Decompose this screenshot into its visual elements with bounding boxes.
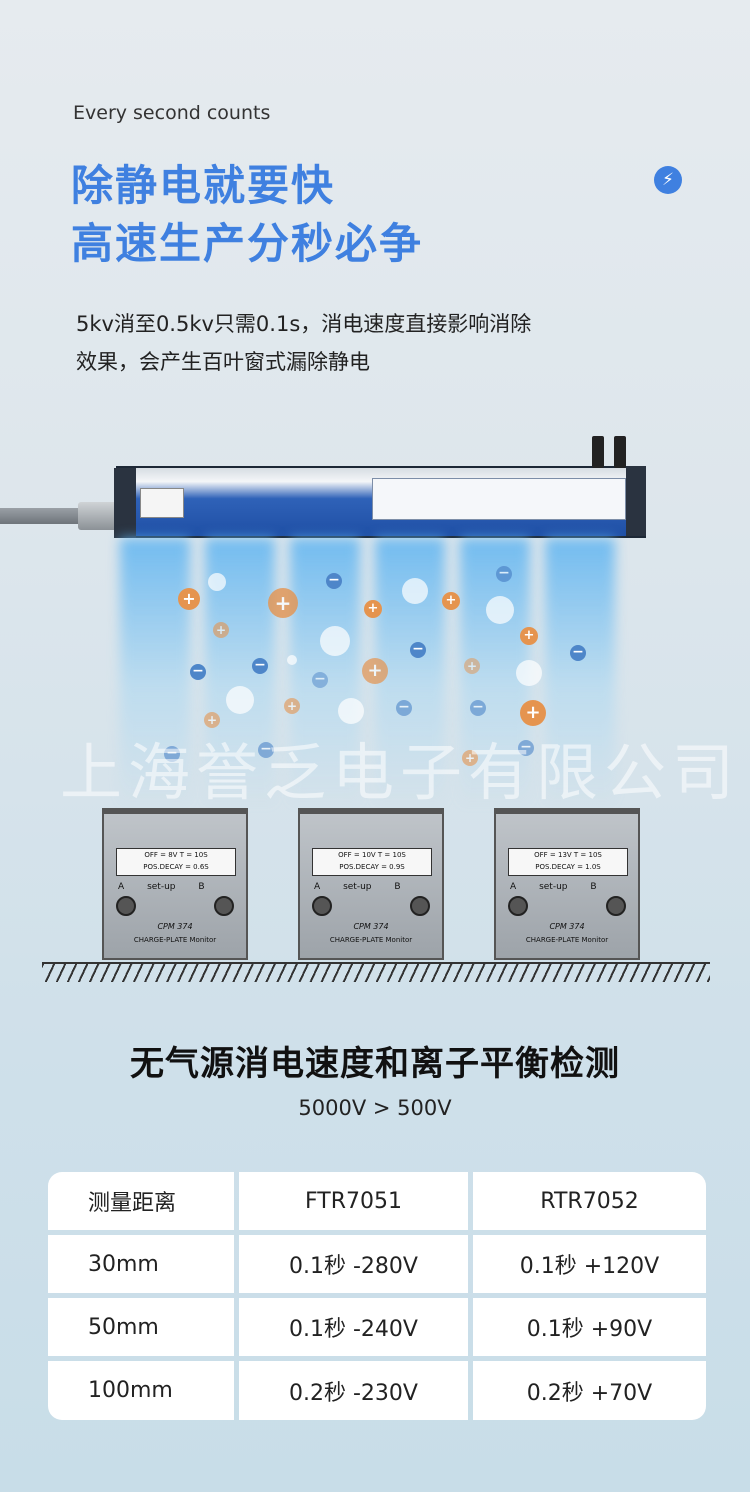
- ion-stream: [120, 538, 190, 808]
- positive-ion-icon: +: [442, 592, 460, 610]
- positive-ion-icon: +: [364, 600, 382, 618]
- positive-ion-icon: +: [520, 700, 546, 726]
- air-port: [614, 436, 626, 468]
- negative-ion-icon: −: [190, 664, 206, 680]
- charge-plate-monitor: OFF = 8V T = 10S POS.DECAY = 0.6S A set-…: [102, 808, 248, 960]
- headline-line-1: 除静电就要快: [71, 161, 336, 210]
- air-bubble: [208, 573, 226, 591]
- section-note: 5000V > 500V: [298, 1096, 452, 1120]
- air-bubble: [516, 660, 542, 686]
- monitor-screen: OFF = 10V T = 10S POS.DECAY = 0.9S: [312, 848, 432, 876]
- section-title: 无气源消电速度和离子平衡检测: [130, 1044, 620, 1084]
- charge-plate-monitor: OFF = 13V T = 10S POS.DECAY = 1.0S A set…: [494, 808, 640, 960]
- headline-line-2: 高速生产分秒必争: [71, 219, 424, 268]
- negative-ion-icon: −: [164, 746, 180, 762]
- ionizer-product-label: [372, 478, 626, 520]
- table-cell: 30mm: [48, 1235, 234, 1293]
- table-cell: 0.2秒 +70V: [473, 1361, 706, 1420]
- air-bubble: [486, 596, 514, 624]
- negative-ion-icon: −: [470, 700, 486, 716]
- knob-a: [508, 896, 528, 916]
- positive-ion-icon: +: [284, 698, 300, 714]
- positive-ion-icon: +: [213, 622, 229, 638]
- ionizer-endcap-right: [626, 466, 646, 536]
- air-bubble: [338, 698, 364, 724]
- air-bubble: [402, 578, 428, 604]
- comparison-table: 测量距离 FTR7051 RTR7052 30mm 0.1秒 -280V 0.1…: [48, 1172, 706, 1420]
- air-bubble: [320, 626, 350, 656]
- positive-ion-icon: +: [178, 588, 200, 610]
- lightning-bolt-icon: ⚡: [654, 166, 682, 194]
- positive-ion-icon: +: [462, 750, 478, 766]
- power-cable: [0, 508, 95, 524]
- negative-ion-icon: −: [410, 642, 426, 658]
- negative-ion-icon: −: [312, 672, 328, 688]
- monitor-screen: OFF = 13V T = 10S POS.DECAY = 1.0S: [508, 848, 628, 876]
- ground-line: [42, 962, 710, 982]
- table-cell: 0.2秒 -230V: [239, 1361, 468, 1420]
- knob-b: [214, 896, 234, 916]
- knob-b: [410, 896, 430, 916]
- negative-ion-icon: −: [396, 700, 412, 716]
- negative-ion-icon: −: [252, 658, 268, 674]
- table-cell: 0.1秒 +90V: [473, 1298, 706, 1356]
- air-port: [592, 436, 604, 468]
- negative-ion-icon: −: [326, 573, 342, 589]
- knob-a: [116, 896, 136, 916]
- table-cell: 0.1秒 +120V: [473, 1235, 706, 1293]
- negative-ion-icon: −: [496, 566, 512, 582]
- positive-ion-icon: +: [362, 658, 388, 684]
- table-cell: 0.1秒 -280V: [239, 1235, 468, 1293]
- positive-ion-icon: +: [520, 627, 538, 645]
- positive-ion-icon: +: [464, 658, 480, 674]
- tagline: Every second counts: [73, 102, 271, 124]
- description-line-1: 5kv消至0.5kv只需0.1s，消电速度直接影响消除: [76, 312, 532, 336]
- table-header-cell: FTR7051: [239, 1172, 468, 1230]
- negative-ion-icon: −: [570, 645, 586, 661]
- table-header-cell: RTR7052: [473, 1172, 706, 1230]
- ion-stream: [545, 538, 615, 808]
- air-bubble: [287, 655, 297, 665]
- knob-b: [606, 896, 626, 916]
- air-bubble: [226, 686, 254, 714]
- table-cell: 50mm: [48, 1298, 234, 1356]
- positive-ion-icon: +: [268, 588, 298, 618]
- company-watermark: 上海誉乏电子有限公司: [60, 736, 741, 809]
- knob-a: [312, 896, 332, 916]
- charge-plate-monitor: OFF = 10V T = 10S POS.DECAY = 0.9S A set…: [298, 808, 444, 960]
- positive-ion-icon: +: [204, 712, 220, 728]
- ionizer-endcap-left: [114, 468, 136, 538]
- negative-ion-icon: −: [518, 740, 534, 756]
- table-cell: 0.1秒 -240V: [239, 1298, 468, 1356]
- table-header-cell: 测量距离: [48, 1172, 234, 1230]
- monitor-screen: OFF = 8V T = 10S POS.DECAY = 0.6S: [116, 848, 236, 876]
- negative-ion-icon: −: [258, 742, 274, 758]
- cable-gland: [78, 502, 120, 530]
- ionizer-small-label: [140, 488, 184, 518]
- description-line-2: 效果，会产生百叶窗式漏除静电: [76, 350, 370, 374]
- table-cell: 100mm: [48, 1361, 234, 1420]
